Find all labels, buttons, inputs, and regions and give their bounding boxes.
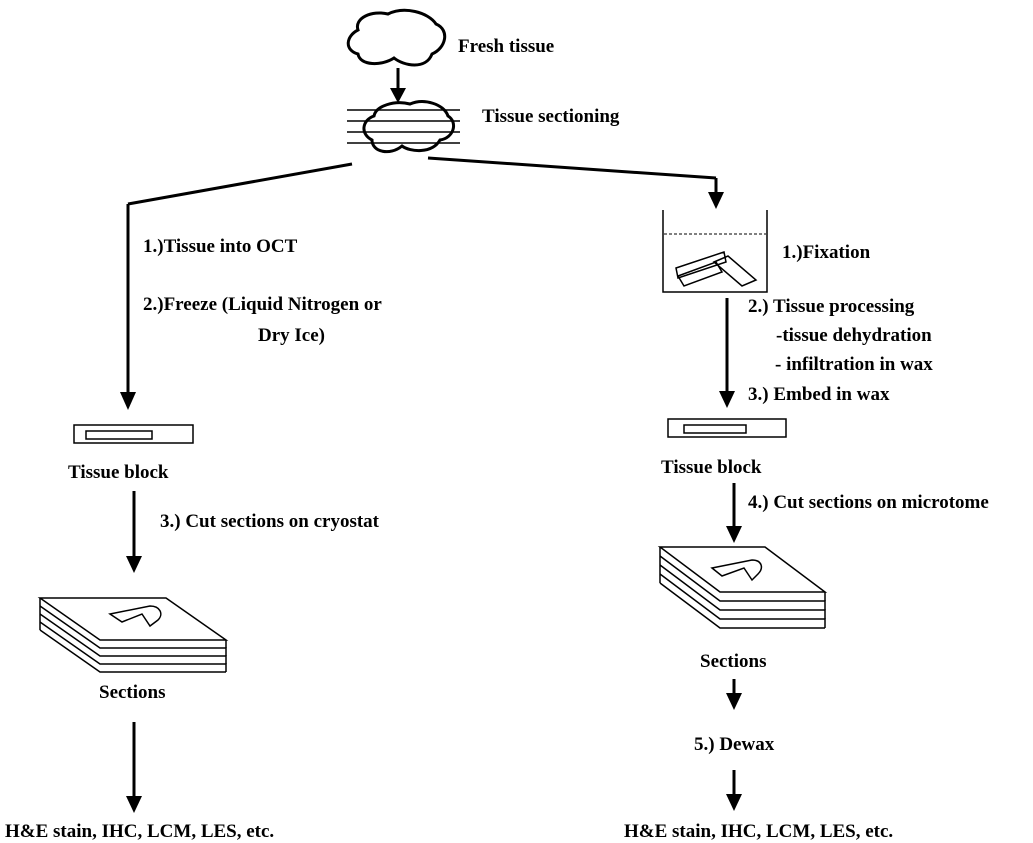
- frozen-final-label: H&E stain, IHC, LCM, LES, etc.: [5, 821, 274, 842]
- ffpe-step2-sub1: -tissue dehydration: [776, 325, 932, 346]
- frozen-step2-line1: 2.)Freeze (Liquid Nitrogen or: [143, 294, 382, 315]
- fresh-tissue-shape: [346, 8, 447, 67]
- right-arrow-to-sections-head: [726, 526, 742, 543]
- frozen-sections-stack: [37, 597, 229, 673]
- left-arrow-to-block-head: [120, 392, 136, 410]
- ffpe-section-tissue-icon: [710, 559, 763, 582]
- frozen-block-label: Tissue block: [68, 462, 169, 483]
- right-arrow-to-dewax-head: [726, 693, 742, 710]
- frozen-tissue-block-inner: [85, 430, 153, 440]
- ffpe-step2-sub2: - infiltration in wax: [775, 354, 933, 375]
- arrow-to-sectioning-head: [390, 88, 406, 103]
- ffpe-step3: 3.) Embed in wax: [748, 384, 890, 405]
- ffpe-sections-stack: [657, 546, 828, 629]
- ffpe-final-label: H&E stain, IHC, LCM, LES, etc.: [624, 821, 893, 842]
- tissue-sectioning-label: Tissue sectioning: [482, 106, 620, 127]
- right-arrow-to-fixation-head: [708, 192, 724, 209]
- ffpe-sections-label: Sections: [700, 651, 767, 672]
- frozen-section-tissue-icon: [108, 605, 162, 628]
- ffpe-step1: 1.)Fixation: [782, 242, 871, 263]
- frozen-tissue-block: [73, 424, 194, 444]
- fixation-beaker: [662, 210, 768, 293]
- branch-right: [427, 156, 717, 180]
- sectioned-tissue-shape: [362, 100, 456, 154]
- ffpe-step2: 2.) Tissue processing: [748, 296, 915, 317]
- ffpe-step4: 4.) Cut sections on microtome: [748, 492, 989, 513]
- right-arrow-to-final-head: [726, 794, 742, 811]
- left-arrow-to-sections-head: [126, 556, 142, 573]
- ffpe-block-label: Tissue block: [661, 457, 762, 478]
- frozen-step1: 1.)Tissue into OCT: [143, 236, 298, 257]
- left-arrow-to-final-head: [126, 796, 142, 813]
- frozen-step3: 3.) Cut sections on cryostat: [160, 511, 380, 532]
- frozen-step2-line2: Dry Ice): [258, 325, 325, 346]
- ffpe-step5: 5.) Dewax: [694, 734, 775, 755]
- right-arrow-to-block-head: [719, 391, 735, 408]
- frozen-sections-label: Sections: [99, 682, 166, 703]
- fresh-tissue-label: Fresh tissue: [458, 36, 554, 57]
- ffpe-tissue-block: [667, 418, 787, 438]
- branch-left: [127, 162, 353, 206]
- ffpe-tissue-block-inner: [683, 424, 747, 434]
